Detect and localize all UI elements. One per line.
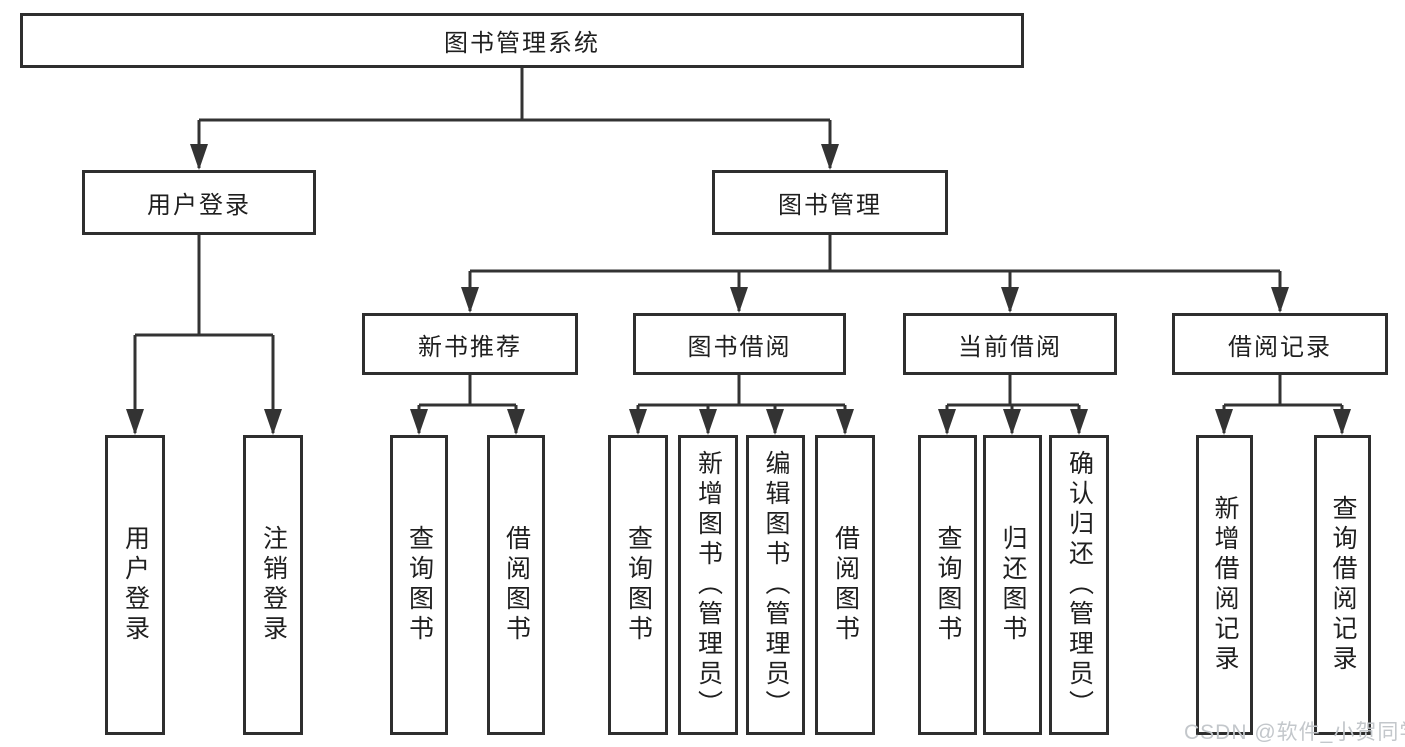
node-label: 查询图书	[934, 525, 962, 645]
node-label: 确认归还（管理员）	[1065, 450, 1094, 720]
node-user-login: 用户登录	[82, 170, 316, 235]
node-new-book-recommendation: 新书推荐	[362, 313, 578, 375]
node-label: 图书管理	[778, 192, 882, 219]
leaf-query-books-borrowing: 查询图书	[608, 435, 668, 735]
leaf-borrow-books-recommend: 借阅图书	[487, 435, 545, 735]
leaf-add-borrow-record: 新增借阅记录	[1196, 435, 1253, 735]
leaf-logout: 注销登录	[243, 435, 303, 735]
leaf-query-books-current: 查询图书	[918, 435, 977, 735]
leaf-confirm-return-admin: 确认归还（管理员）	[1049, 435, 1109, 735]
leaf-borrow-books: 借阅图书	[815, 435, 875, 735]
leaf-add-books-admin: 新增图书（管理员）	[678, 435, 738, 735]
node-label: 图书借阅	[687, 333, 792, 361]
node-label: 新书推荐	[418, 333, 522, 361]
node-label: 新增借阅记录	[1211, 495, 1239, 675]
node-label: 借阅记录	[1228, 333, 1332, 361]
node-borrowing-records: 借阅记录	[1172, 313, 1388, 375]
node-library-management-system: 图书管理系统	[20, 13, 1024, 68]
node-current-borrowing: 当前借阅	[903, 313, 1117, 375]
node-label: 用户登录	[121, 525, 150, 645]
node-label: 用户登录	[147, 192, 251, 219]
node-label: 编辑图书（管理员）	[762, 450, 790, 720]
node-label: 借阅图书	[502, 525, 531, 645]
node-label: 图书管理系统	[444, 30, 600, 57]
node-label: 归还图书	[999, 525, 1027, 645]
node-label: 查询借阅记录	[1329, 495, 1357, 675]
node-book-borrowing: 图书借阅	[633, 313, 846, 375]
node-book-management: 图书管理	[712, 170, 948, 235]
node-label: 当前借阅	[958, 333, 1062, 361]
node-label: 新增图书（管理员）	[694, 450, 723, 720]
node-label: 查询图书	[405, 525, 434, 645]
node-label: 借阅图书	[831, 525, 860, 645]
leaf-query-borrow-record: 查询借阅记录	[1314, 435, 1371, 735]
leaf-query-books-recommend: 查询图书	[390, 435, 448, 735]
leaf-return-books: 归还图书	[983, 435, 1042, 735]
node-label: 查询图书	[624, 525, 653, 645]
node-label: 注销登录	[259, 525, 288, 645]
leaf-user-login: 用户登录	[105, 435, 165, 735]
leaf-edit-books-admin: 编辑图书（管理员）	[746, 435, 805, 735]
csdn-watermark: CSDN @软件_小贺同学	[1184, 721, 1405, 744]
